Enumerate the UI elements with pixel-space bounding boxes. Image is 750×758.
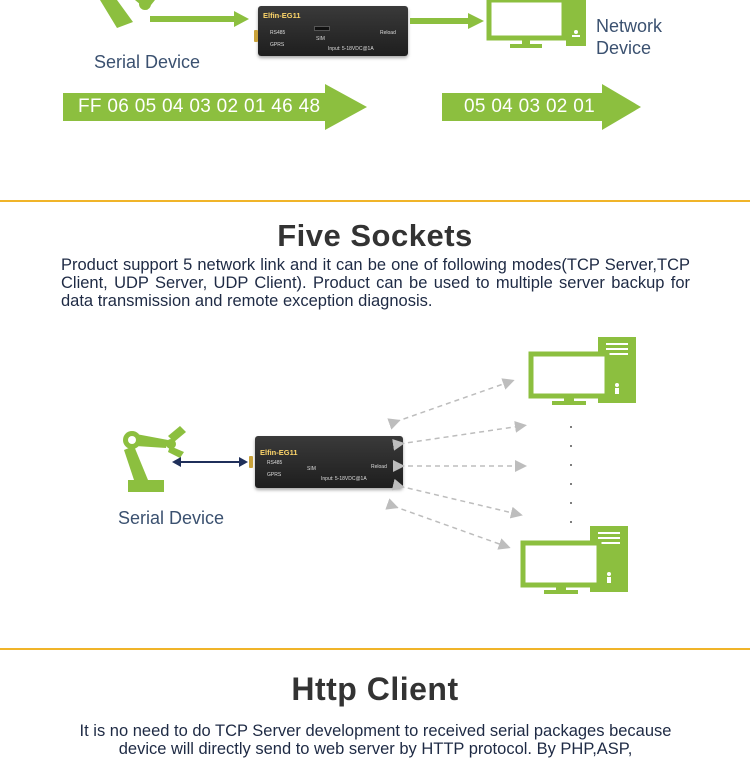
arrow-to-device-icon: [150, 11, 249, 27]
computer-icon: [486, 0, 586, 48]
server-computer-icon-2: [520, 526, 628, 594]
packet-right-text: 05 04 03 02 01: [464, 96, 595, 117]
serial-device-label-2: Serial Device: [118, 508, 225, 528]
packet-left-text: FF 06 05 04 03 02 01 46 48: [78, 96, 321, 117]
device-reload-2: Reload: [371, 464, 387, 470]
device-brand: Elfin-EG11: [263, 11, 301, 20]
device-gprs: GPRS: [270, 42, 285, 48]
socket-link-4: [391, 478, 523, 519]
ellipsis-dot: [570, 426, 572, 428]
device-input: Input: 5-18VDC@1A: [328, 46, 374, 52]
antenna-icon: [254, 30, 258, 42]
server-computer-icon: [528, 337, 636, 405]
antenna-icon-2: [249, 456, 253, 468]
socket-link-5: [385, 498, 511, 550]
network-label-line2: Device: [596, 38, 652, 58]
device-brand-2: Elfin-EG11: [260, 448, 298, 457]
connection-arrows: [385, 378, 527, 550]
http-client-body: It is no need to do TCP Server developme…: [79, 722, 672, 758]
serial-device-label: Serial Device: [94, 52, 201, 72]
socket-link-1: [387, 378, 515, 430]
robot-arm-icon: [123, 426, 186, 492]
sim-slot: [314, 26, 330, 31]
device-gprs-2: GPRS: [267, 472, 282, 478]
arrow-to-network-icon: [410, 13, 484, 29]
device-reload: Reload: [380, 30, 396, 36]
divider-1: [0, 200, 750, 202]
eg11-device-2: Elfin-EG11 RS485 GPRS SIM Input: 5-18VDC…: [255, 436, 403, 488]
packet-arrow-right: [442, 84, 641, 130]
network-device-label: Network Device: [596, 15, 662, 59]
socket-link-2: [392, 420, 527, 451]
http-client-title: Http Client: [291, 671, 459, 707]
divider-2: [0, 648, 750, 650]
ellipsis-dot: [570, 521, 572, 523]
device-input-2: Input: 5-18VDC@1A: [321, 476, 367, 482]
packet-arrow-left: [63, 84, 367, 130]
five-sockets-title: Five Sockets: [277, 218, 473, 253]
robot-arm-icon: [100, 0, 155, 28]
ellipsis-dot: [570, 483, 572, 485]
device-rs485-2: RS485: [267, 460, 283, 466]
eg11-device: Elfin-EG11 RS485 GPRS SIM Input: 5-18VDC…: [258, 6, 408, 56]
ellipsis-dot: [570, 502, 572, 504]
five-sockets-body: Product support 5 network link and it ca…: [61, 256, 690, 310]
ellipsis-dot: [570, 445, 572, 447]
device-sim-2: SIM: [307, 466, 316, 472]
bidirectional-arrow-icon: [172, 457, 248, 467]
device-rs485: RS485: [270, 30, 286, 36]
device-sim: SIM: [316, 36, 325, 42]
ellipsis-dot: [570, 464, 572, 466]
network-label-line1: Network: [596, 16, 663, 36]
